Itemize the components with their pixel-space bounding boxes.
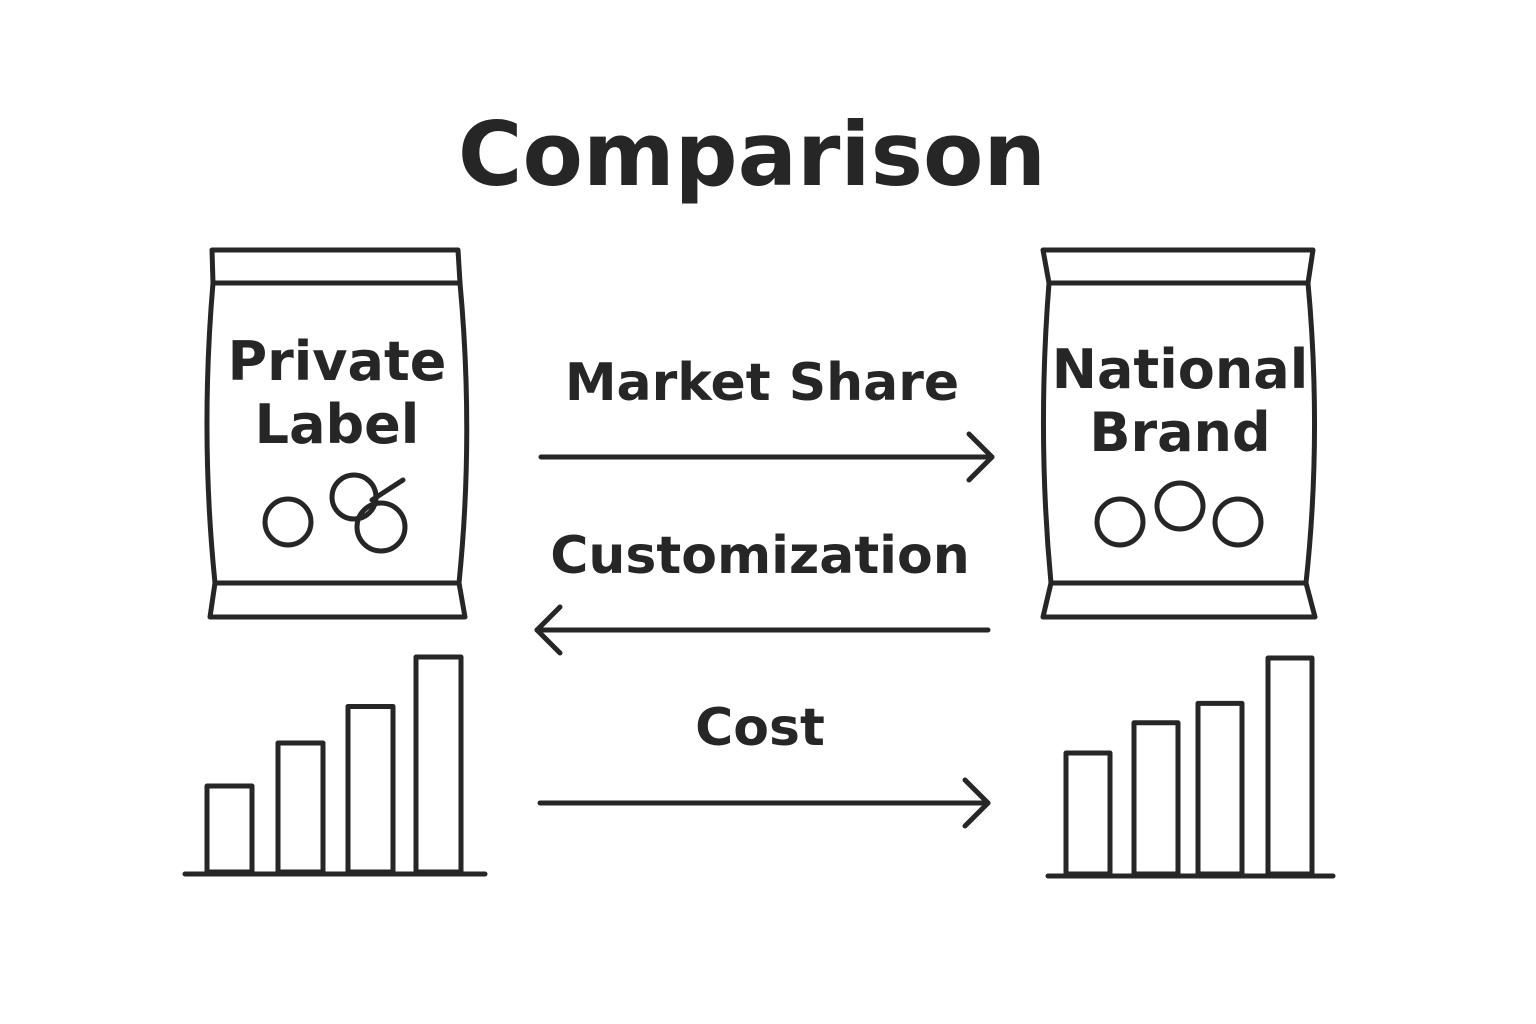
bar-2 bbox=[275, 740, 326, 875]
arrow-label: Customization bbox=[550, 526, 970, 586]
bar-chart-icon bbox=[1045, 655, 1336, 879]
bar-4 bbox=[413, 654, 464, 875]
product-circles-icon bbox=[1094, 480, 1264, 548]
bar-1 bbox=[1063, 750, 1113, 877]
market-share-arrow: Market Share bbox=[538, 353, 995, 483]
bar-chart-icon bbox=[182, 654, 488, 877]
bar-1 bbox=[204, 783, 255, 875]
package-bag-icon bbox=[1040, 247, 1318, 620]
bar-3 bbox=[345, 703, 396, 875]
product-circles-icon bbox=[262, 472, 408, 554]
private-label-package: Private Label bbox=[204, 247, 470, 620]
package-label-line2: Label bbox=[255, 393, 420, 456]
package-label-line1: National bbox=[1052, 338, 1308, 401]
bar-3 bbox=[1195, 700, 1245, 877]
package-label-line2: Brand bbox=[1089, 401, 1270, 464]
diagram-title: Comparison bbox=[458, 103, 1046, 206]
cost-arrow: Cost bbox=[537, 698, 991, 829]
bar-4 bbox=[1265, 655, 1315, 877]
national-brand-package: National Brand bbox=[1040, 247, 1318, 620]
arrow-label: Cost bbox=[695, 698, 825, 758]
arrow-left-icon bbox=[534, 604, 991, 656]
package-label-line1: Private bbox=[228, 330, 447, 393]
bar-2 bbox=[1131, 720, 1181, 877]
arrow-label: Market Share bbox=[565, 353, 959, 413]
arrow-right-icon bbox=[538, 431, 995, 483]
arrow-right-icon bbox=[537, 777, 991, 829]
package-bag-icon bbox=[204, 247, 470, 620]
customization-arrow: Customization bbox=[534, 526, 991, 656]
